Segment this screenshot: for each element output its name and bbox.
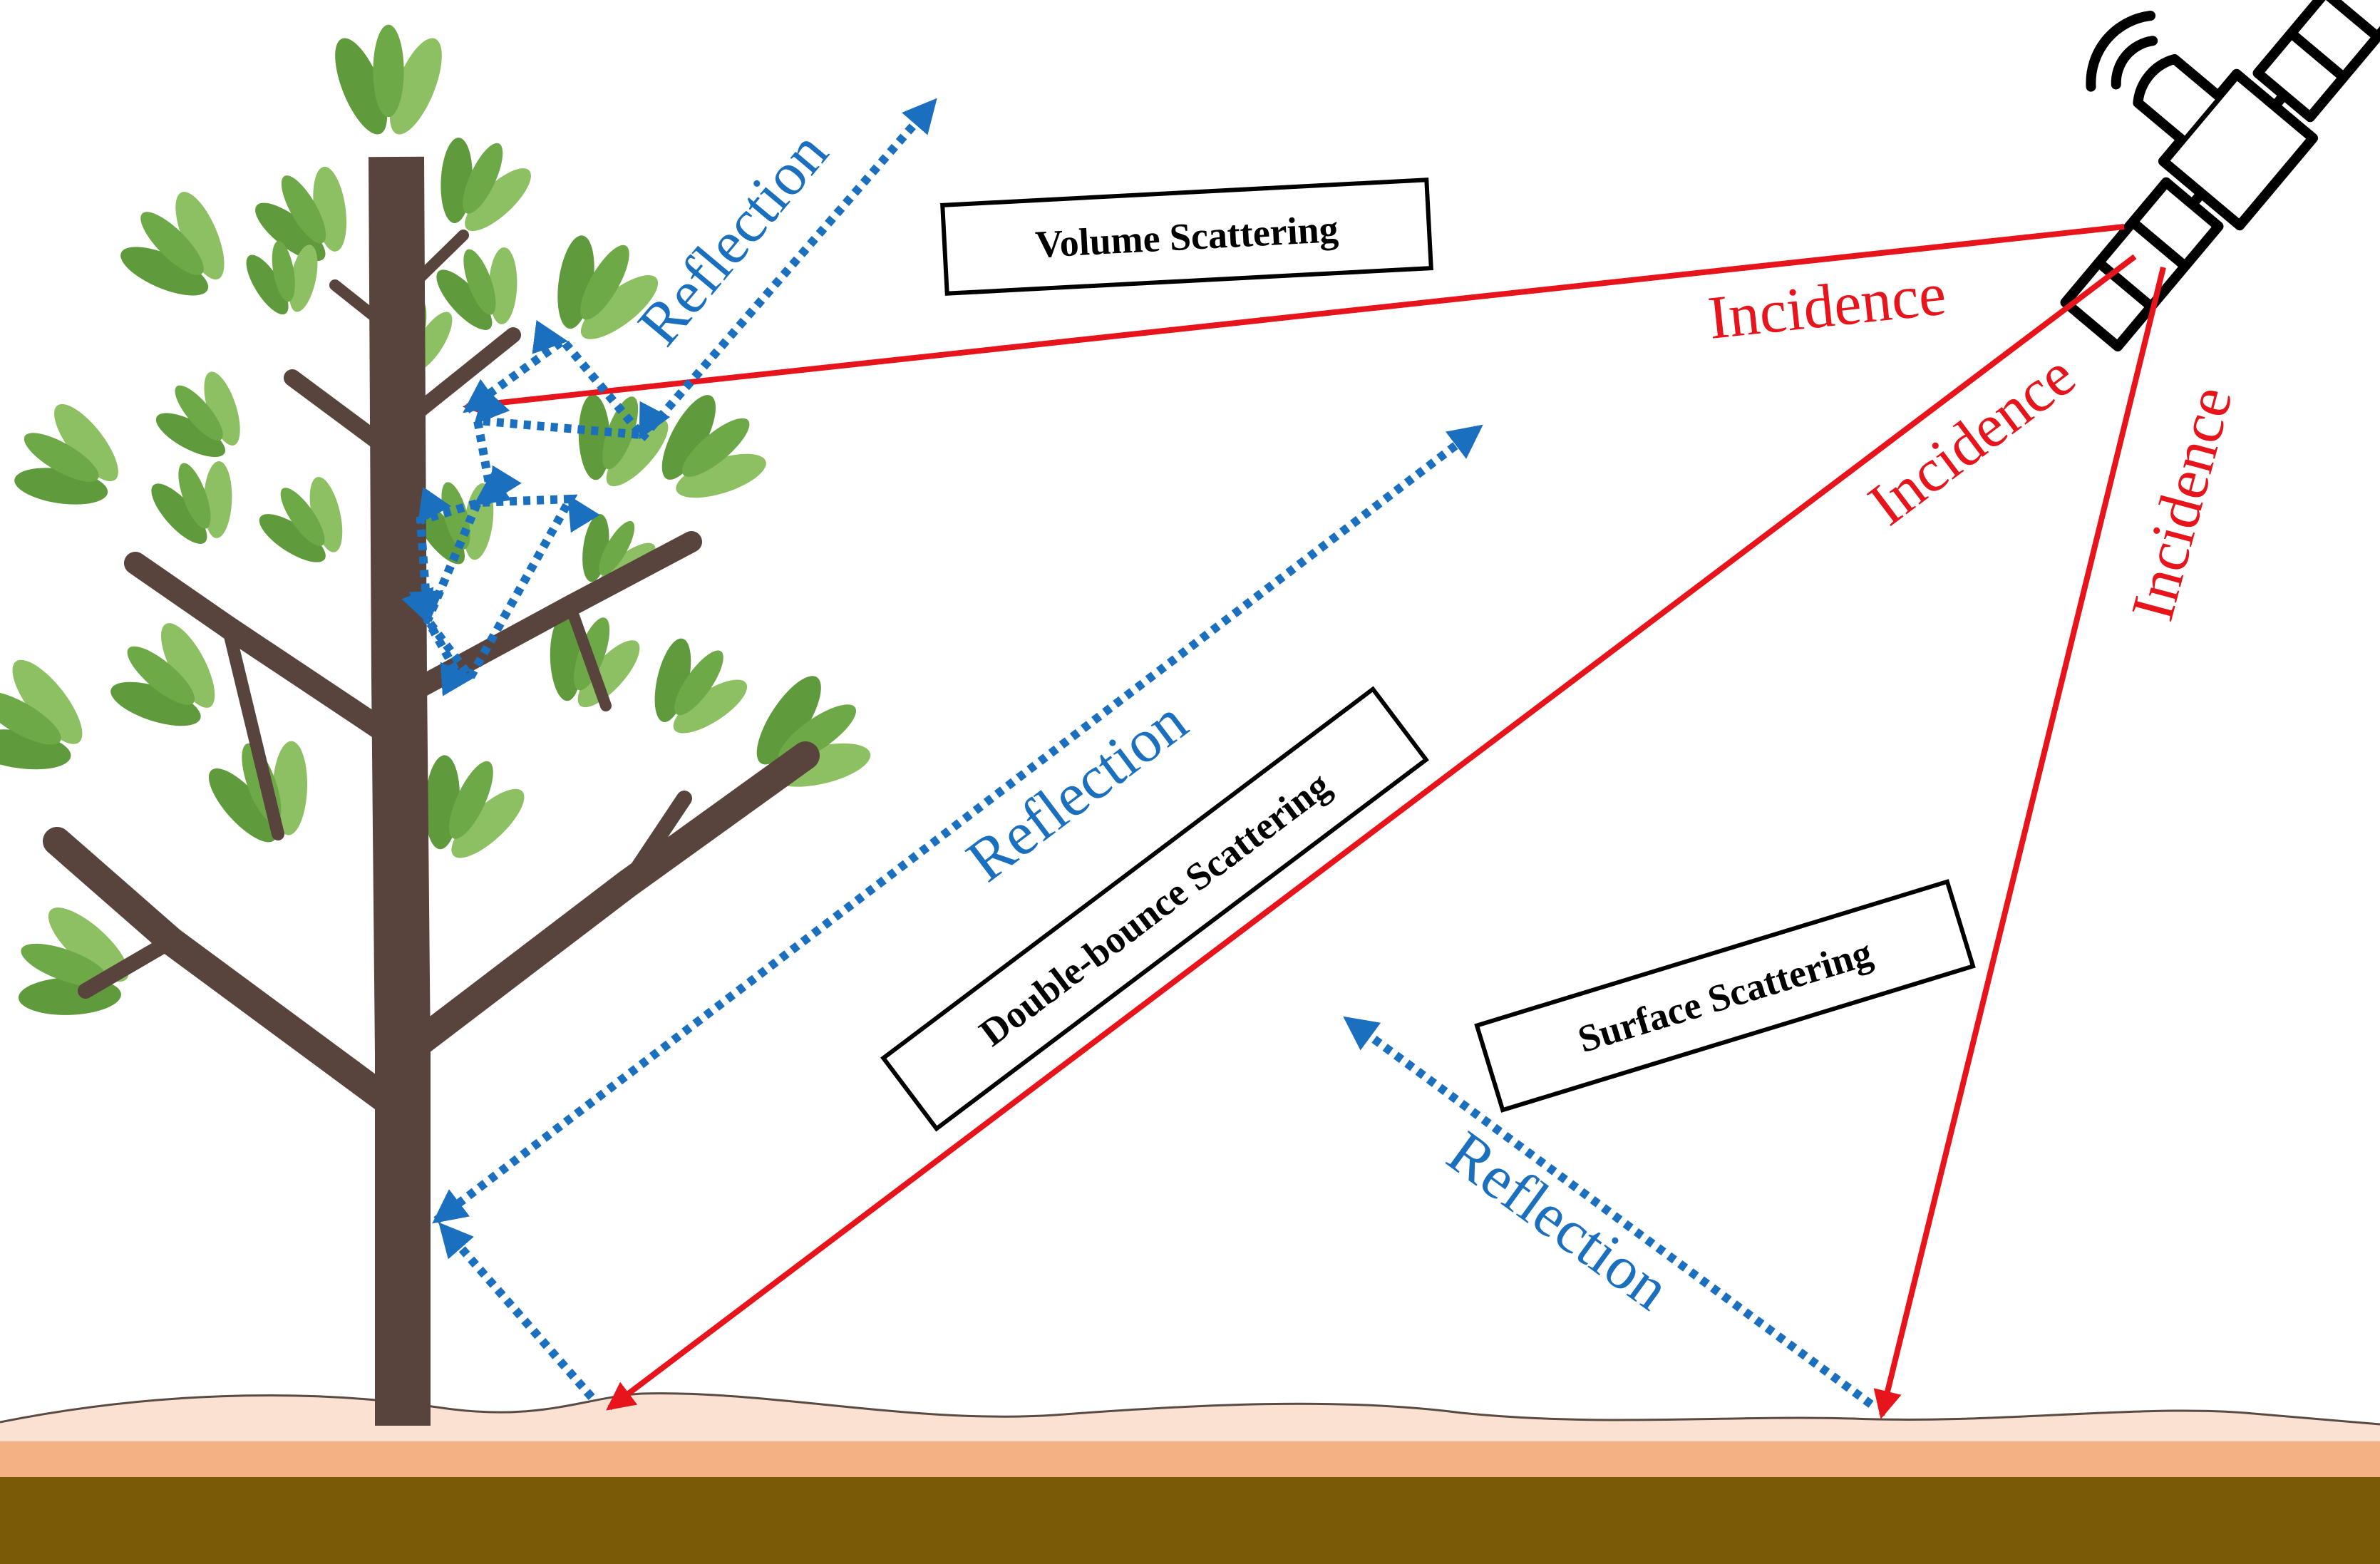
soil-layer [0,1476,2380,1564]
double-bounce-ground-to-trunk [438,1222,595,1400]
reflection-label-surface: Reflection [1436,1118,1682,1323]
ground [0,1392,2380,1564]
volume-scattering-box: Volume Scattering [940,178,1433,296]
incidence-arrow-surface [1873,267,2166,1419]
incidence-arrow-volume [463,224,2125,418]
incidence-arrow-double-bounce [606,254,2137,1411]
incidence-label-surface: Incidence [2118,379,2245,627]
reflection-label-volume: Reflection [624,118,841,358]
surface-outline [0,1392,2380,1426]
reflection-arrows [401,98,1874,1408]
reflection-arrow-surface [1343,1016,1874,1408]
incidence-label-volume: Incidence [1705,259,1949,351]
surface-layer [0,1393,2380,1441]
subsoil-layer [0,1440,2380,1477]
reflection-arrow-double-bounce [432,424,1483,1224]
reflection-arrow-volume [638,98,937,441]
satellite-icon [2060,0,2380,351]
surface-scattering-box: Surface Scattering [1474,879,1976,1113]
